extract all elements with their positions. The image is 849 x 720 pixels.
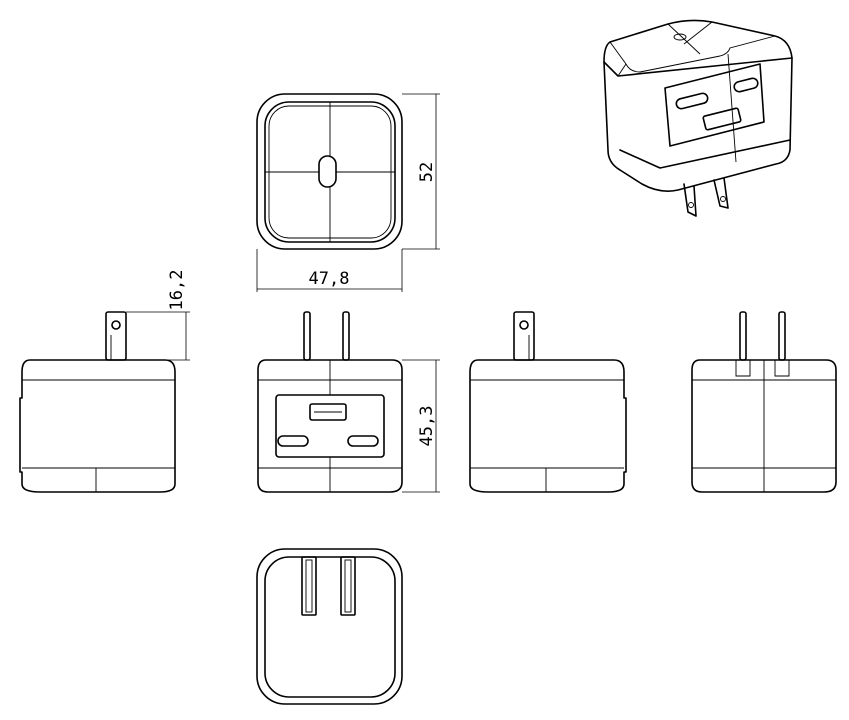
dimension-body-height: 45,3 xyxy=(417,406,437,447)
front-view xyxy=(257,311,440,493)
prong-slot-left xyxy=(301,556,317,616)
top-view xyxy=(256,93,440,292)
back-view xyxy=(691,311,837,493)
prong-slot-right xyxy=(340,556,356,616)
right-side-view xyxy=(469,311,627,493)
usb-c-port-iso-1 xyxy=(675,92,709,110)
dimension-width-top: 47,8 xyxy=(309,269,350,289)
usb-a-port-iso xyxy=(702,107,742,131)
bottom-view xyxy=(256,548,403,705)
left-side-view xyxy=(19,311,190,493)
port-panel xyxy=(275,394,385,458)
usb-c-port-iso-2 xyxy=(733,77,759,93)
isometric-view xyxy=(603,19,793,217)
led-indicator xyxy=(318,155,337,188)
usb-a-port xyxy=(309,403,347,421)
usb-c-port-1 xyxy=(277,435,309,447)
dimension-prong-height: 16,2 xyxy=(167,270,187,311)
dimension-height-top: 52 xyxy=(417,162,437,182)
usb-c-port-2 xyxy=(347,435,379,447)
